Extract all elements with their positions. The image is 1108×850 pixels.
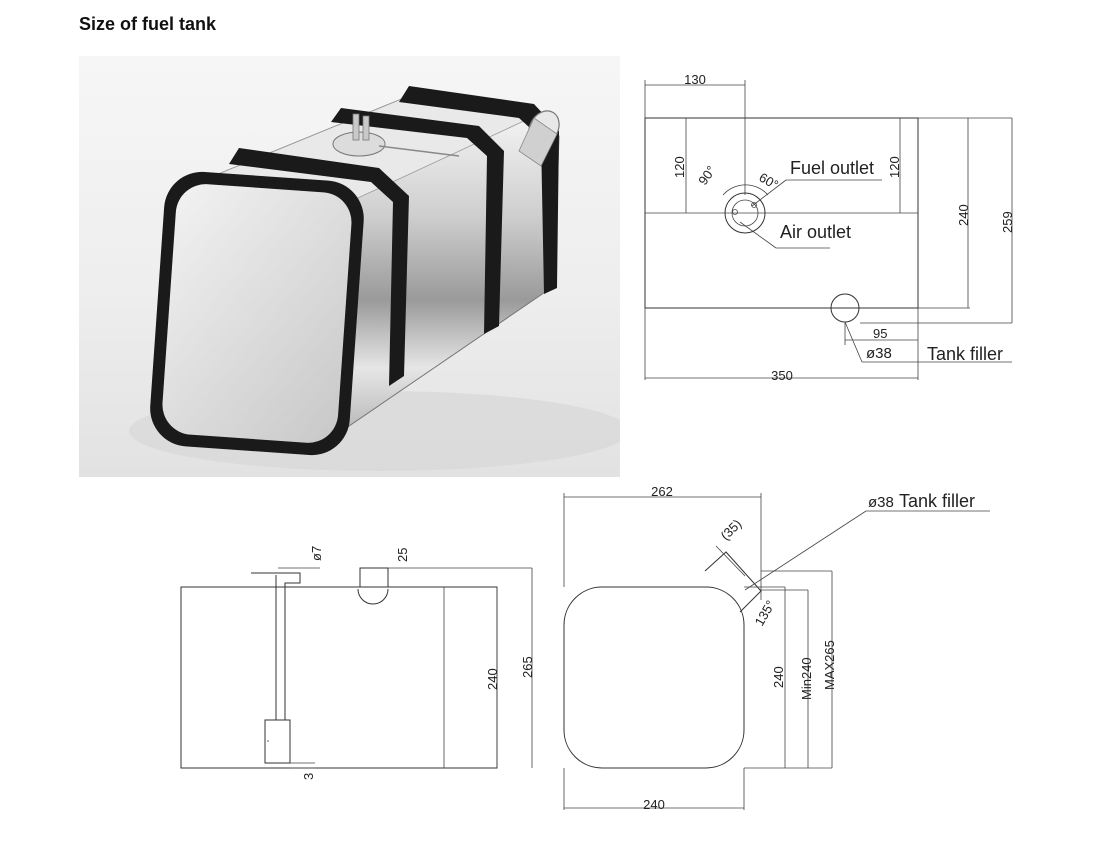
end-tank-filler-label: Tank filler: [899, 491, 975, 511]
flange-circle: [724, 192, 766, 234]
end-filler-neck: [704, 551, 762, 613]
page-title: Size of fuel tank: [79, 14, 217, 34]
tank-filler-label: Tank filler: [927, 344, 1003, 364]
dim-130: 130: [684, 72, 706, 87]
angle-60: 60°: [757, 170, 782, 193]
dim-259: 259: [1000, 211, 1015, 233]
dim-120-left: 120: [672, 156, 687, 178]
end-view-outline: [563, 586, 745, 769]
dim-350: 350: [771, 368, 793, 383]
air-outlet-label: Air outlet: [780, 222, 851, 242]
dim-end-240: 240: [771, 666, 786, 688]
dim-dia-38: ø38: [866, 345, 892, 362]
side-filler-neck: [357, 588, 389, 605]
fuel-tank-render: [129, 86, 620, 471]
dim-end-w-240: 240: [643, 797, 665, 812]
dim-end-dia-38: ø38: [868, 494, 894, 511]
fuel-tank-photo: [79, 56, 620, 477]
fuel-outlet-label: Fuel outlet: [790, 158, 874, 178]
dim-95: 95: [873, 326, 887, 341]
dim-min-240: Min240: [799, 657, 814, 700]
dim-side-265: 265: [520, 656, 535, 678]
angle-135: 135°: [752, 598, 778, 629]
side-view-drawing: ø7 25 240 265 3: [180, 546, 535, 780]
dim-25: 25: [395, 548, 410, 562]
dim-3: 3: [301, 773, 316, 780]
top-view-drawing: 130 120 120 90° 60° Fuel outlet Air outl…: [644, 72, 1015, 383]
angle-90: 90°: [695, 163, 719, 188]
side-view-outline: [180, 586, 498, 769]
dim-max-265: MAX265: [822, 640, 837, 690]
dim-neck-35: (35): [718, 516, 745, 543]
dim-side-240: 240: [485, 668, 500, 690]
pickup-tube: [264, 719, 291, 764]
end-view-drawing: 262 (35) 135° ø38 Tank filler 240 Min240…: [563, 484, 990, 812]
dim-262: 262: [651, 484, 673, 499]
dim-dia-7: ø7: [309, 546, 324, 561]
dim-240: 240: [956, 204, 971, 226]
dim-120-right: 120: [887, 156, 902, 178]
